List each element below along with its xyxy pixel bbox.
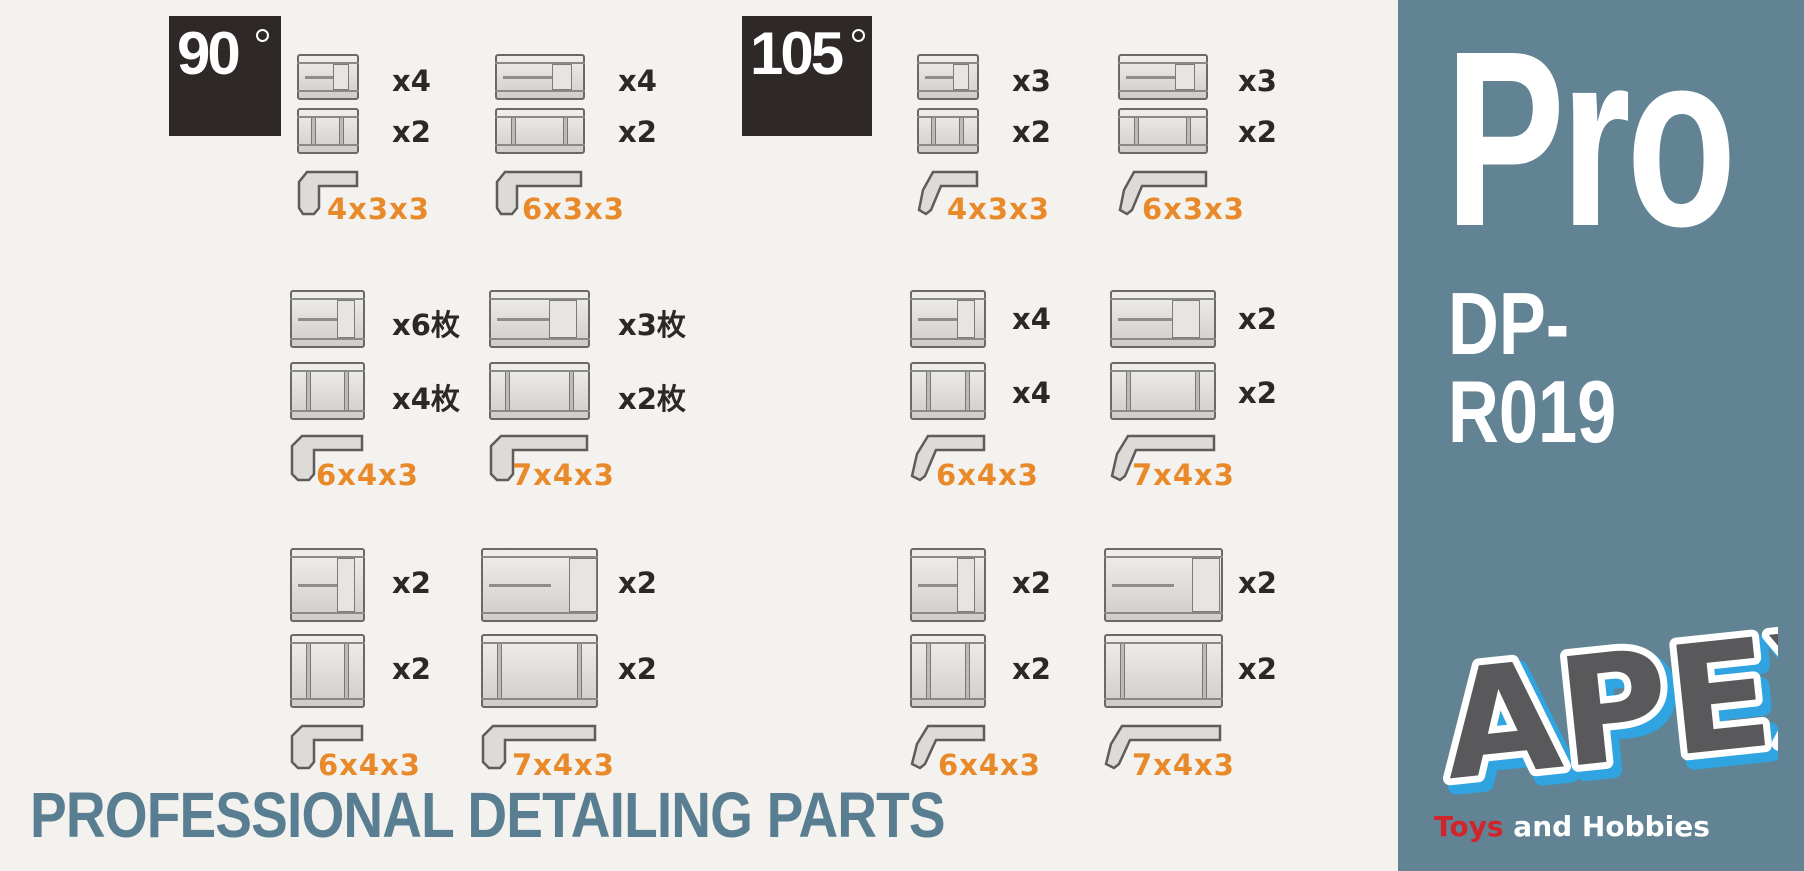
qty-label: x2枚 [618,382,686,416]
qty-label: x3枚 [618,308,686,342]
part-with-slots-icon [910,634,986,708]
qty-label: x4 [392,64,431,98]
qty-label: x4 [1012,376,1051,410]
main-panel: 90 105 x4 x2 4x3x3 x4 x2 6x3x3 x6枚 x4枚 [30,16,1277,851]
qty-label: x2 [1012,115,1051,149]
part-with-slots-icon [297,108,359,154]
size-label: 6x4x3 [318,748,421,782]
part-with-tab-icon [290,290,365,348]
degree-icon [256,29,269,42]
qty-label: x3 [1238,64,1277,98]
corner-profile-icon [290,724,364,770]
angle-105-badge: 105 [742,16,872,136]
qty-label: x4 [1012,302,1051,336]
corner-profile-icon [910,724,986,770]
tagline-toys: Toys [1434,810,1504,843]
apex-logo-icon: APEX APEX APEX [1428,620,1778,805]
corner-profile-icon [481,724,597,770]
qty-label: x2 [392,566,431,600]
part-with-tab-icon [297,54,359,100]
qty-label: x4 [618,64,657,98]
part-with-tab-icon [290,548,365,622]
size-label: 6x3x3 [522,192,625,226]
corner-profile-icon [290,434,364,482]
corner-profile-icon [489,434,589,482]
qty-label: x2 [1238,376,1277,410]
qty-label: x2 [1012,652,1051,686]
size-label: 4x3x3 [327,192,430,226]
corner-profile-icon [495,170,583,216]
corner-profile-icon [1118,170,1208,216]
size-label: 7x4x3 [512,458,615,492]
qty-label: x4枚 [392,382,460,416]
qty-label: x2 [1238,302,1277,336]
corner-profile-icon [917,170,979,216]
angle-90-value: 90 [177,20,241,87]
part-with-tab-icon [1104,548,1223,622]
qty-label: x2 [618,566,657,600]
qty-label: x2 [618,652,657,686]
part-with-slots-icon [481,634,598,708]
angle-105-value: 105 [750,20,844,87]
part-with-slots-icon [290,634,365,708]
corner-profile-icon [297,170,359,216]
qty-label: x2 [392,115,431,149]
size-label: 7x4x3 [1132,748,1235,782]
part-with-slots-icon [495,108,585,154]
part-with-tab-icon [481,548,598,622]
size-label: 4x3x3 [947,192,1050,226]
corner-profile-icon [910,434,986,482]
footer-heading: PROFESSIONAL DETAILING PARTS [30,779,946,851]
tagline-rest: and Hobbies [1503,810,1710,843]
size-label: 6x4x3 [936,458,1039,492]
size-label: 6x4x3 [316,458,419,492]
part-with-tab-icon [1110,290,1216,348]
part-with-slots-icon [1104,634,1223,708]
qty-label: x3 [1012,64,1051,98]
qty-label: x2 [1238,115,1277,149]
model-number: DP-R019 [1448,274,1617,461]
qty-label: x2 [1238,566,1277,600]
part-with-slots-icon [910,362,986,420]
svg-text:APEX: APEX [1435,620,1778,805]
corner-profile-icon [1104,724,1222,770]
part-with-tab-icon [910,548,986,622]
part-with-tab-icon [489,290,590,348]
corner-profile-icon [1110,434,1216,482]
part-with-slots-icon [917,108,979,154]
size-label: 7x4x3 [512,748,615,782]
qty-label: x6枚 [392,308,460,342]
tagline: Toys and Hobbies [1434,810,1710,843]
part-with-slots-icon [489,362,590,420]
qty-label: x2 [1238,652,1277,686]
part-with-tab-icon [495,54,585,100]
part-with-slots-icon [290,362,365,420]
pro-title: Pro [1445,0,1736,278]
part-with-tab-icon [910,290,986,348]
part-with-slots-icon [1110,362,1216,420]
size-label: 7x4x3 [1132,458,1235,492]
svg-text:APEX: APEX [1435,620,1778,805]
svg-text:APEX: APEX [1442,620,1778,805]
part-with-tab-icon [1118,54,1208,100]
size-label: 6x3x3 [1142,192,1245,226]
angle-90-badge: 90 [169,16,281,136]
part-with-tab-icon [917,54,979,100]
degree-icon [852,29,865,42]
brand-panel: Pro DP-R019 APEX APEX APEX Toys and Hobb… [1398,0,1804,871]
qty-label: x2 [1012,566,1051,600]
size-label: 6x4x3 [938,748,1041,782]
qty-label: x2 [392,652,431,686]
part-with-slots-icon [1118,108,1208,154]
qty-label: x2 [618,115,657,149]
